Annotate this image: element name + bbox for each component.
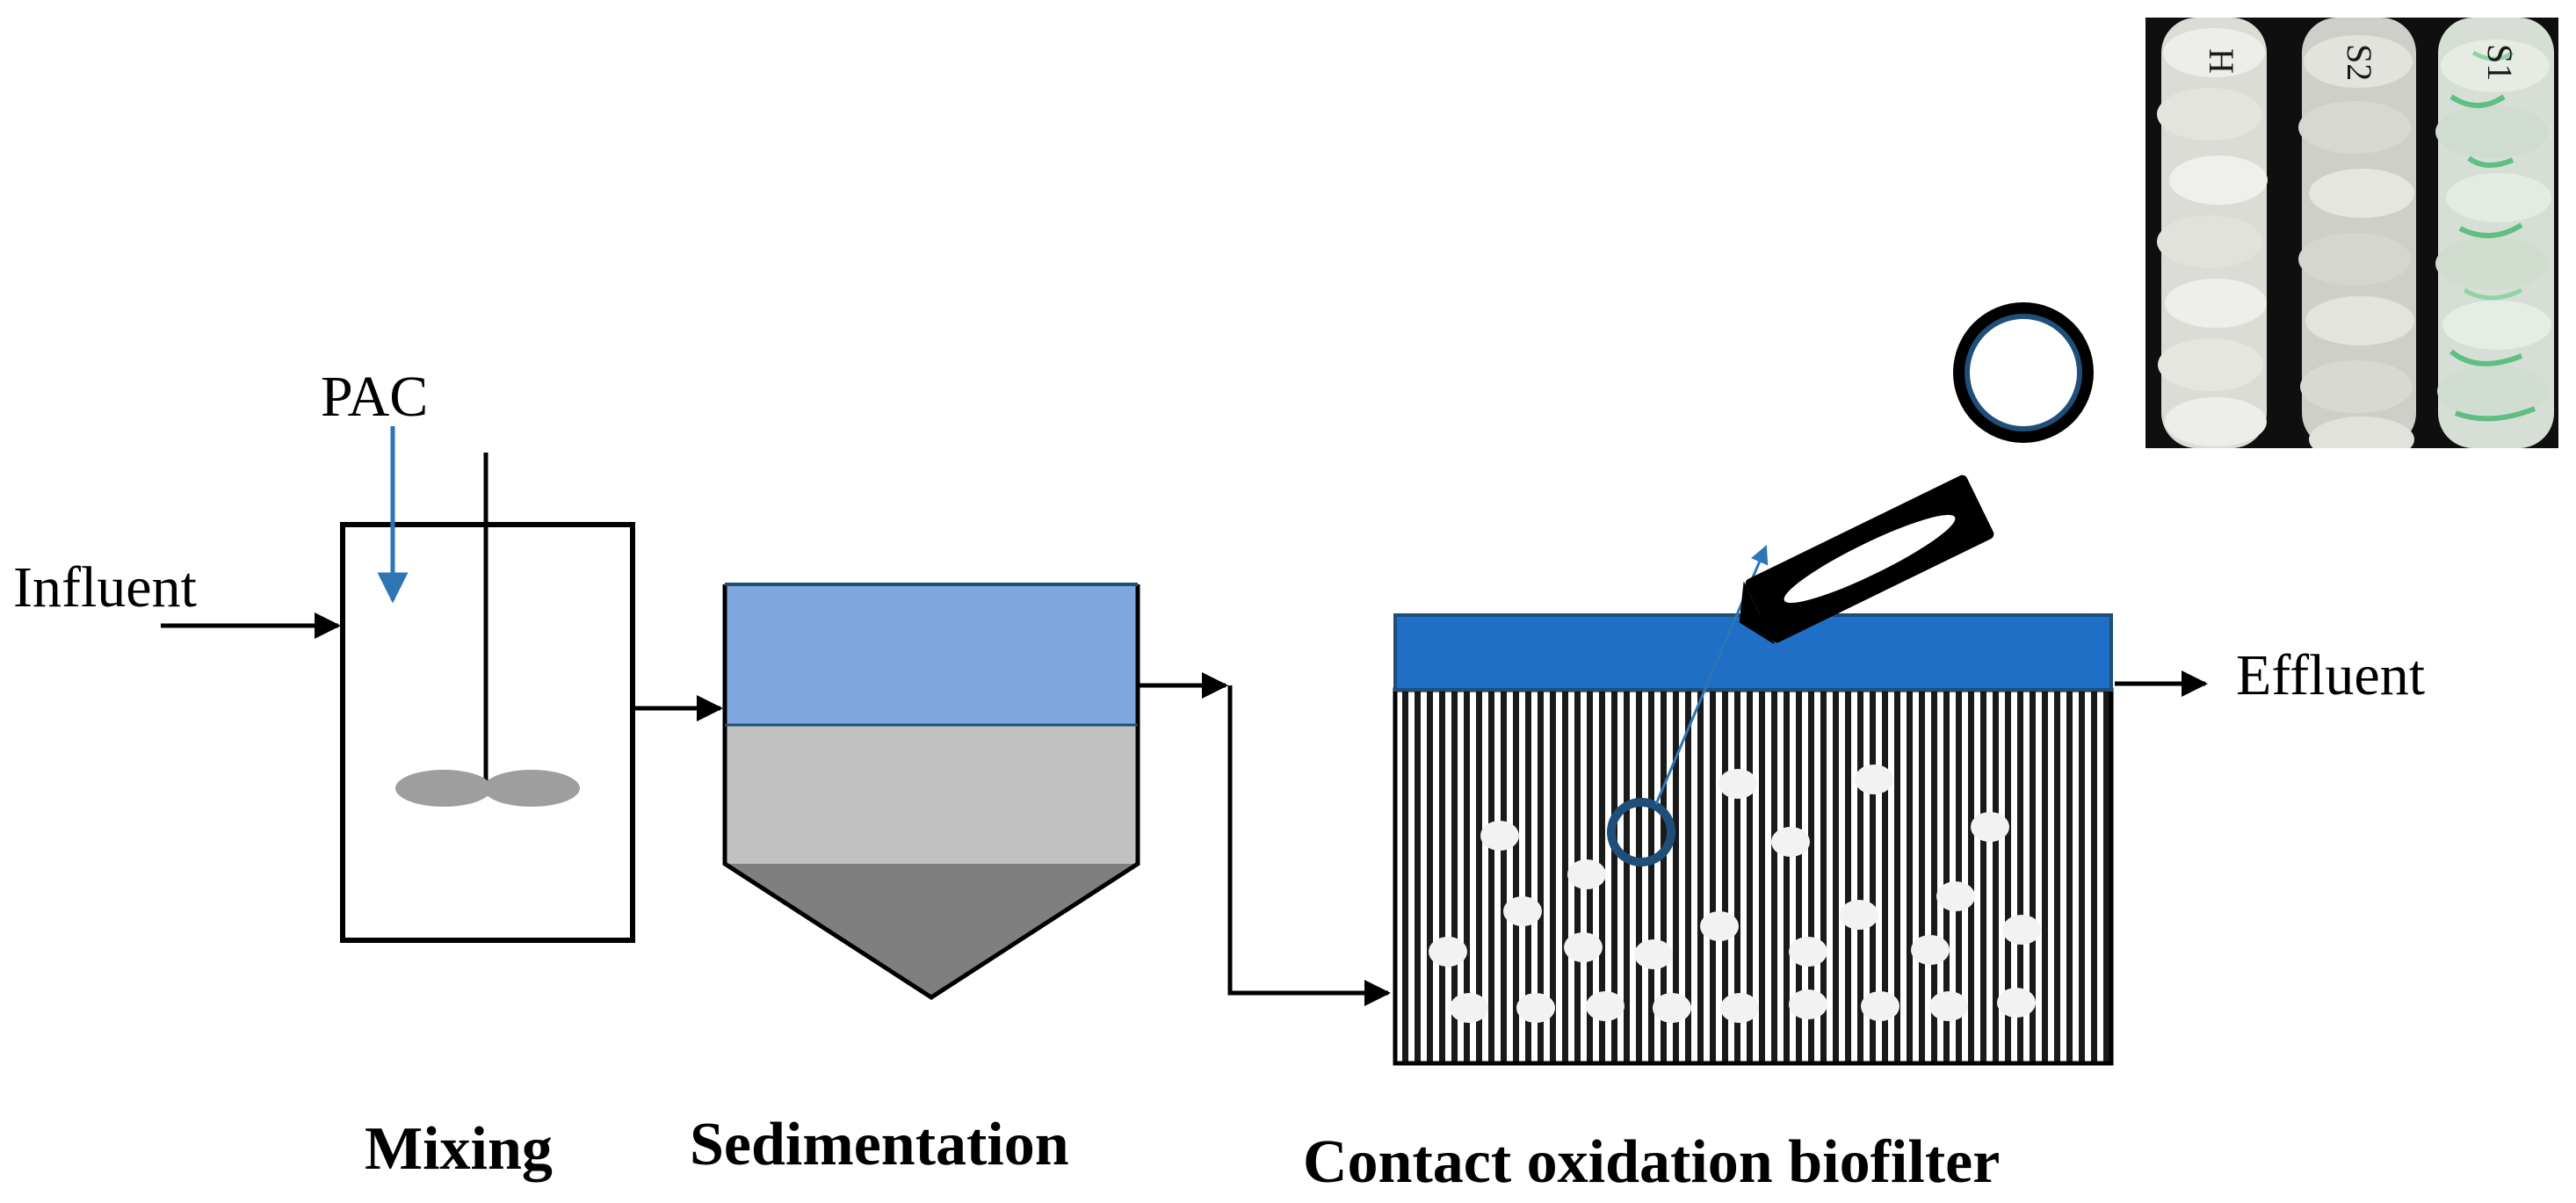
carrier — [1911, 935, 1950, 965]
carrier — [1720, 993, 1759, 1023]
sedimentation-tank — [722, 583, 1140, 1000]
biofilter-carriers — [1429, 765, 2041, 1023]
carrier — [1450, 993, 1488, 1023]
carrier — [1480, 821, 1519, 851]
biofilter-tank — [1393, 613, 2114, 1066]
carrier — [1700, 911, 1739, 941]
carrier — [1653, 993, 1691, 1023]
strand-label-s1: S1 — [2480, 44, 2520, 81]
sedimentation-to-biofilter-pipe — [1227, 685, 1391, 1006]
carrier — [1929, 991, 1968, 1021]
carrier — [1936, 881, 1975, 911]
carrier — [1586, 991, 1624, 1021]
impeller-blade-right — [483, 770, 580, 807]
mixing-tank — [340, 453, 635, 943]
carrier — [1771, 827, 1810, 857]
carrier — [1789, 989, 1827, 1019]
pac-label: PAC — [321, 365, 428, 429]
strand-label-s2: S2 — [2340, 44, 2379, 81]
carrier — [1429, 937, 1467, 967]
carrier — [1840, 900, 1878, 930]
carrier — [1997, 988, 2036, 1018]
carrier — [1861, 991, 1899, 1021]
mixing-caption: Mixing — [365, 1115, 553, 1183]
carrier — [1971, 812, 2009, 842]
strand-label-h: H — [2202, 48, 2241, 74]
impeller-blade-left — [395, 770, 492, 807]
media-focus-ring — [1607, 798, 1675, 866]
carrier — [2002, 915, 2041, 945]
influent-label: Influent — [13, 555, 197, 620]
biofilter-caption: Contact oxidation biofilter — [1303, 1128, 2000, 1196]
media-strand-s2 — [2298, 18, 2416, 448]
sedimentation-caption: Sedimentation — [690, 1111, 1069, 1178]
media-photo: H S2 S1 — [2145, 18, 2558, 448]
carrier — [1564, 932, 1603, 962]
media-strand-s1 — [2435, 18, 2554, 448]
carrier — [1855, 765, 1893, 794]
sludge-hopper — [725, 864, 1138, 997]
carrier — [1789, 937, 1827, 967]
settling-water-zone — [725, 584, 1138, 725]
carrier — [1503, 896, 1542, 926]
settling-middle-zone — [725, 725, 1138, 864]
carrier — [1719, 769, 1757, 799]
carrier — [1567, 859, 1606, 889]
magnifier-icon — [1739, 302, 2094, 645]
effluent-label: Effluent — [2236, 643, 2425, 707]
carrier — [1634, 939, 1673, 969]
media-strand-h — [2157, 18, 2268, 448]
carrier — [1516, 993, 1555, 1023]
